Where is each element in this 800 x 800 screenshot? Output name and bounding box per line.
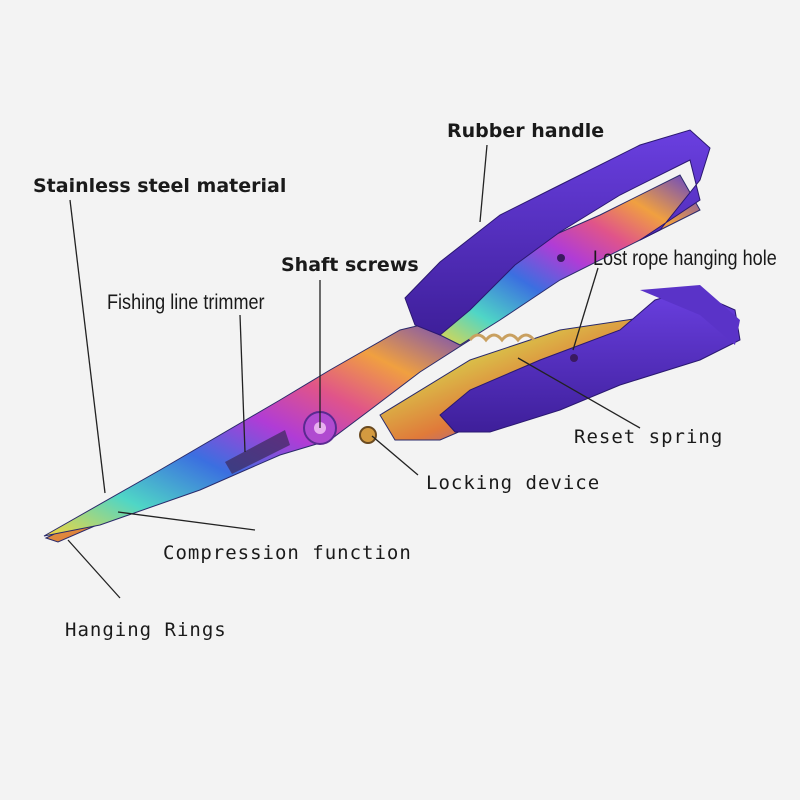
- trimmer-slot: [225, 430, 290, 474]
- label-compression-function: Compression function: [163, 542, 412, 564]
- leader-lost-rope-hole: [572, 267, 599, 351]
- leader-rubber-handle: [479, 144, 488, 223]
- rubber-handle-upper: [404, 129, 711, 336]
- reset-spring-coil: [468, 333, 536, 343]
- leader-locking-device: [371, 435, 419, 476]
- leader-reset-spring: [517, 357, 641, 429]
- leader-stainless-steel: [69, 199, 106, 494]
- rope-hanging-hole: [557, 254, 565, 262]
- label-stainless-steel: Stainless steel material: [33, 175, 287, 197]
- leader-compression-function: [117, 511, 256, 531]
- label-locking-device: Locking device: [426, 472, 601, 494]
- locking-device-knob: [359, 426, 377, 444]
- leader-hanging-rings: [67, 539, 121, 599]
- leader-fishing-line-trimmer: [239, 314, 246, 453]
- label-hanging-rings: Hanging Rings: [65, 619, 227, 641]
- pliers-illustration: [43, 129, 741, 543]
- label-rubber-handle: Rubber handle: [447, 120, 605, 142]
- label-lost-rope-hole: Lost rope hanging hole: [593, 247, 777, 270]
- label-reset-spring: Reset spring: [574, 426, 724, 448]
- label-fishing-line-trimmer: Fishing line trimmer: [107, 291, 265, 314]
- upper-jaw: [43, 317, 471, 537]
- label-shaft-screws: Shaft screws: [281, 254, 419, 276]
- leader-lines: [67, 144, 641, 599]
